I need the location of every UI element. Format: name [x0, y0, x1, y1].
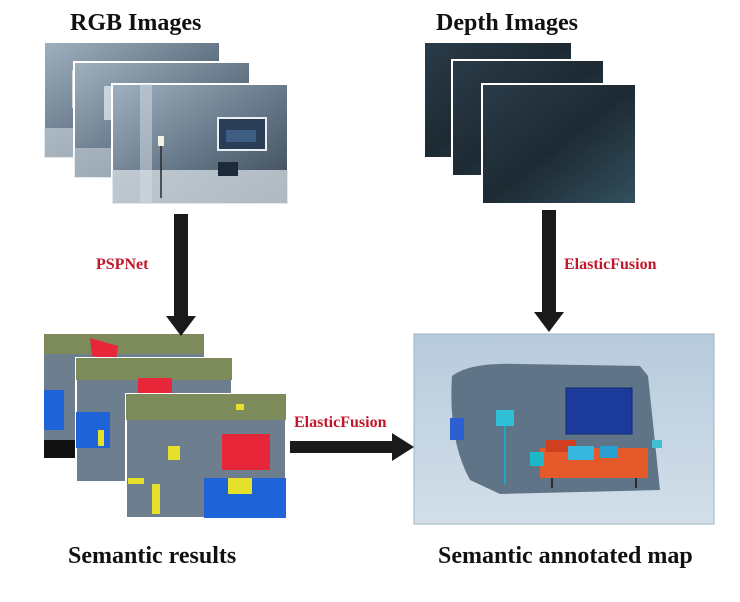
rgb-images-title: RGB Images — [70, 10, 202, 36]
depth-image-stack — [423, 41, 637, 205]
rgb-image-stack — [43, 41, 289, 205]
elasticfusion-semantic-label: ElasticFusion — [294, 414, 387, 431]
arrow-depth-to-map — [534, 210, 564, 332]
pspnet-label: PSPNet — [96, 256, 149, 273]
rgb-image-frame — [111, 83, 289, 205]
arrow-semantic-to-map — [290, 433, 414, 461]
semantic-result-stack — [44, 334, 287, 519]
depth-images-title: Depth Images — [436, 10, 578, 36]
depth-image-frame — [481, 83, 637, 205]
semantic-annotated-map-title: Semantic annotated map — [438, 543, 693, 569]
semantic-annotated-map — [413, 333, 715, 525]
elasticfusion-depth-label: ElasticFusion — [564, 256, 657, 273]
semantic-result-frame — [125, 393, 287, 519]
arrow-rgb-to-semantic — [166, 214, 196, 336]
semantic-results-title: Semantic results — [68, 543, 237, 569]
